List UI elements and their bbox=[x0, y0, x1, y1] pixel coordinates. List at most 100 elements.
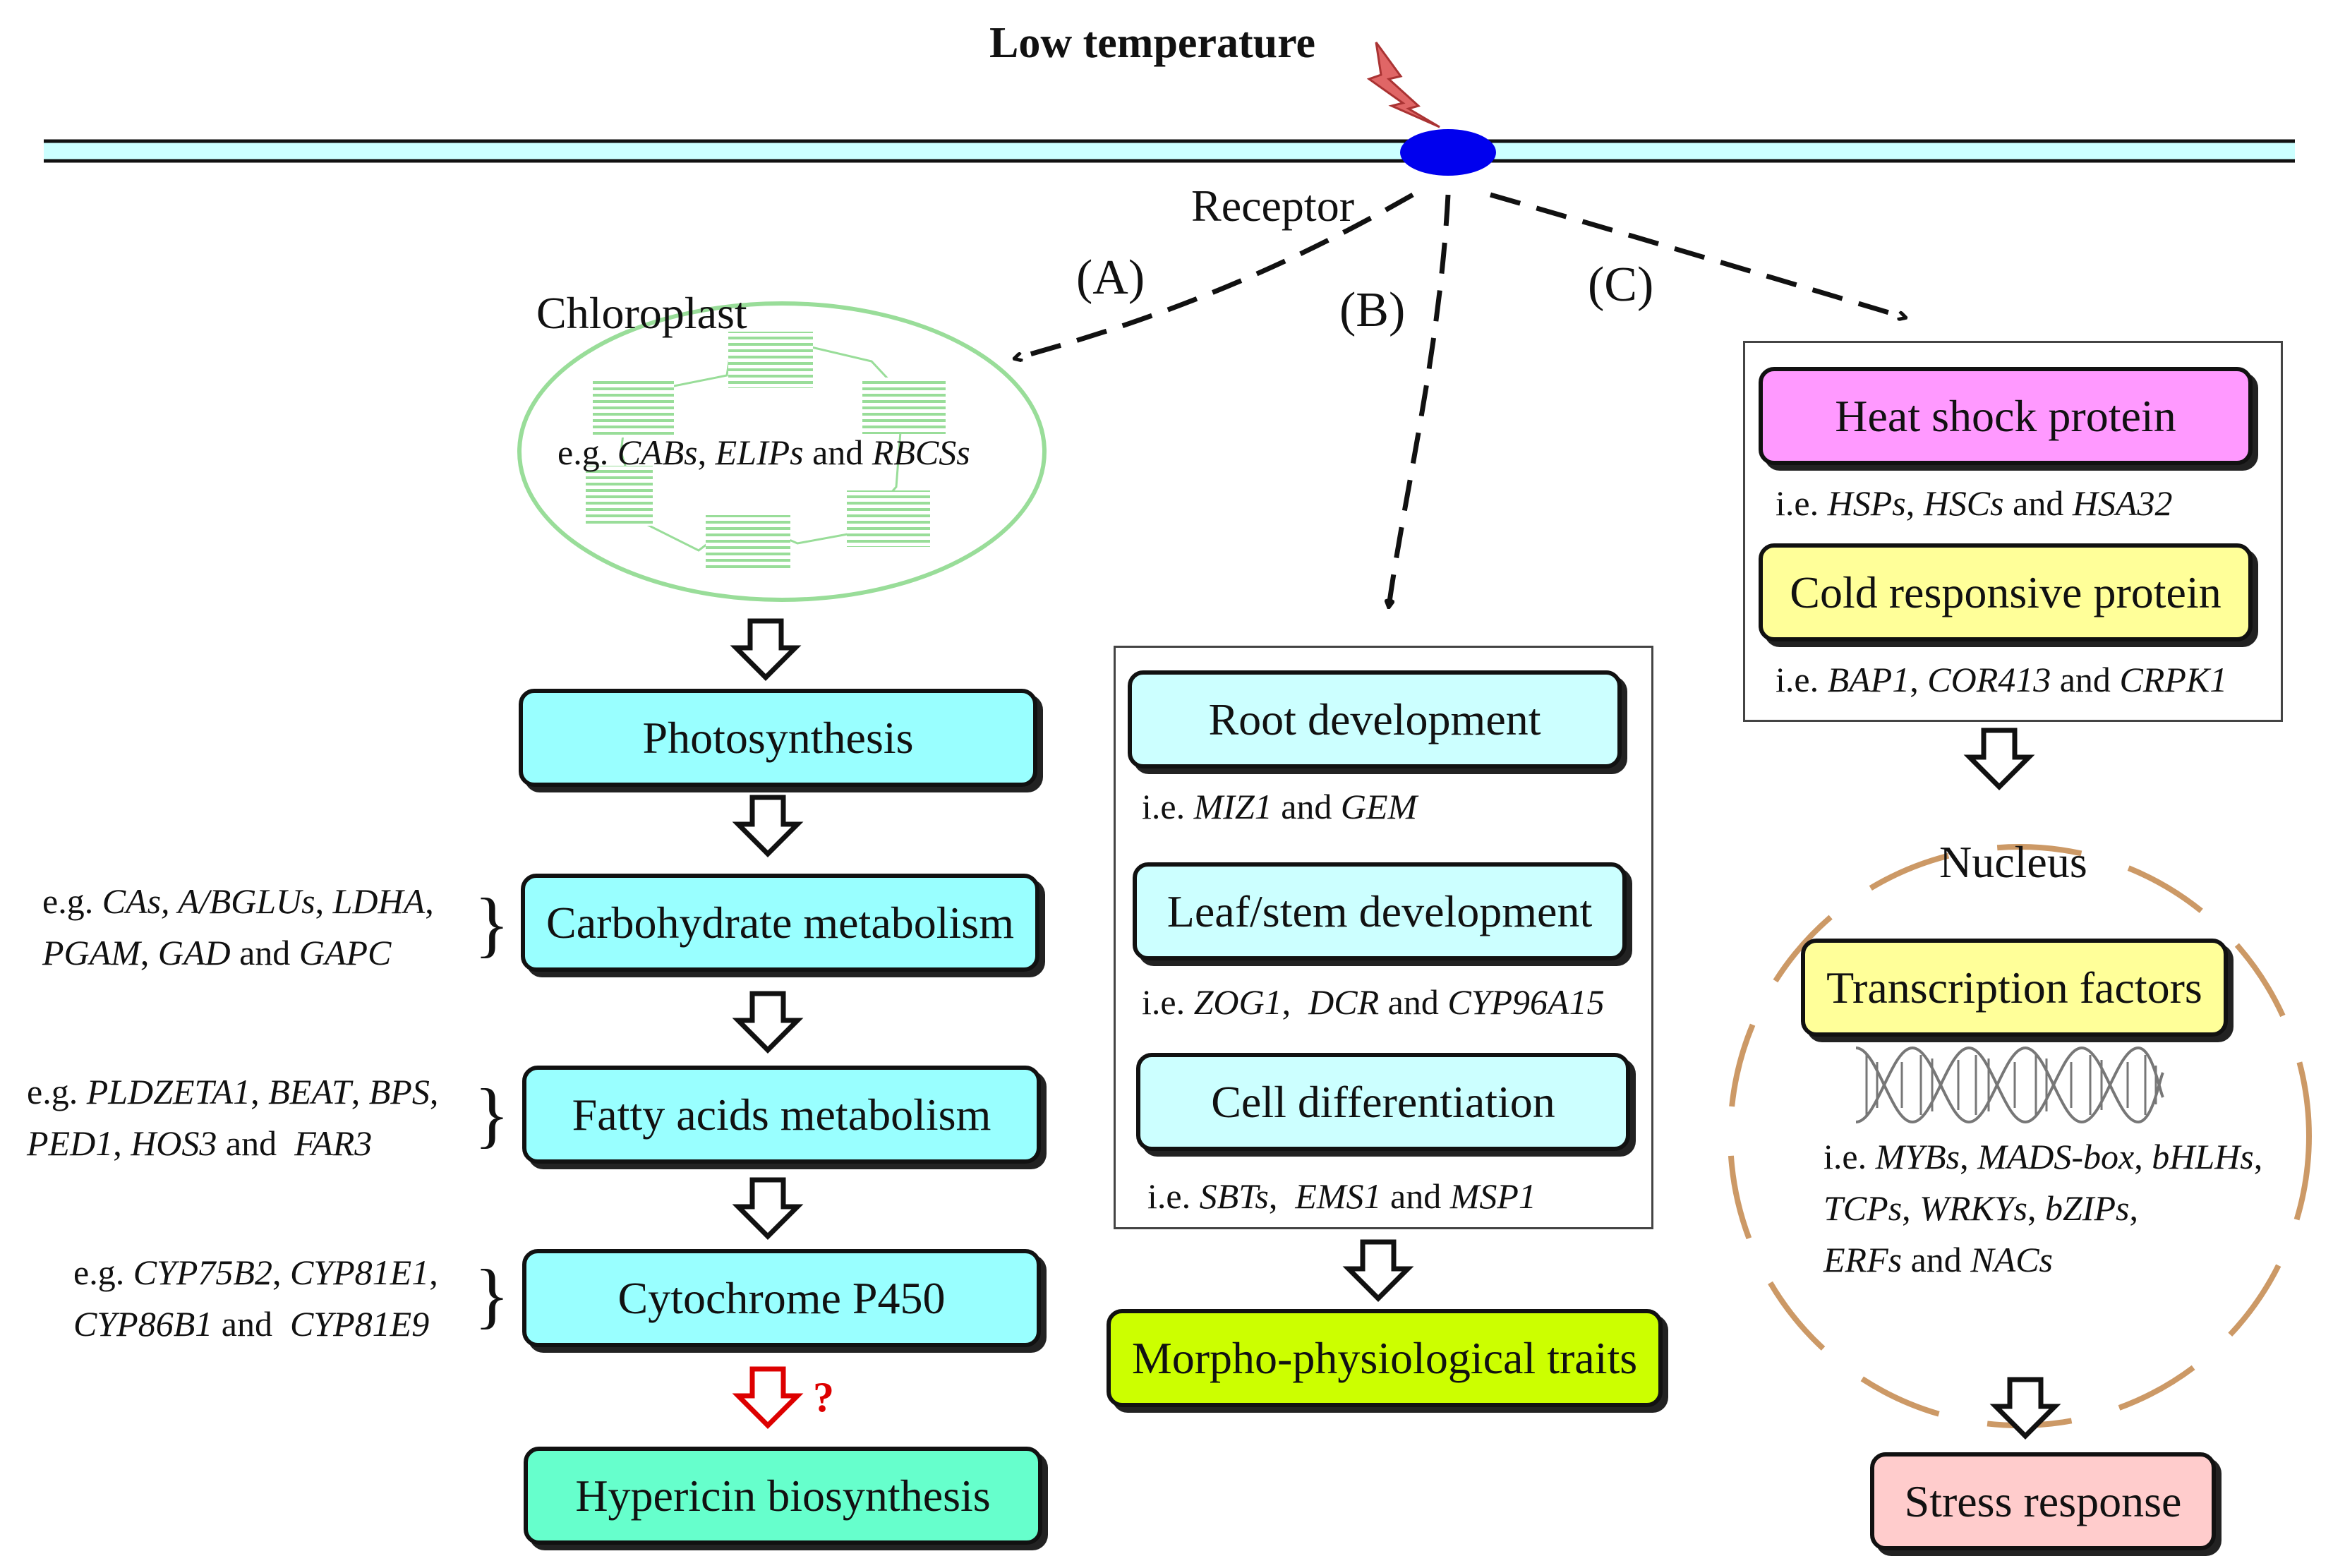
note-text: i.e. bbox=[1776, 660, 1828, 699]
note-text: and bbox=[1272, 787, 1341, 826]
gene-name: PGAM bbox=[42, 933, 140, 972]
gene-name: MADS-box bbox=[1977, 1137, 2135, 1176]
brace-icon: } bbox=[474, 883, 510, 965]
gene-name: FAR3 bbox=[294, 1123, 373, 1163]
gene-name: CYP81E9 bbox=[289, 1304, 430, 1344]
branch-a-label: (A) bbox=[1076, 251, 1145, 305]
note-line: i.e. MYBs, MADS-box, bHLHs, bbox=[1823, 1130, 2262, 1183]
note-text: , bbox=[1902, 1188, 1920, 1228]
heat-shock-protein-genes: i.e. HSPs, HSCs and HSA32 bbox=[1776, 477, 2172, 529]
note-text: , bbox=[1282, 982, 1309, 1022]
branch-b-label: (B) bbox=[1339, 283, 1406, 337]
gene-name: GAD bbox=[157, 933, 231, 972]
development-panel bbox=[1114, 646, 1653, 1229]
branch-a-arrow bbox=[1015, 192, 1414, 358]
brace-icon: } bbox=[474, 1255, 510, 1336]
carbohydrate-metabolism-box: Carbohydrate metabolism bbox=[521, 874, 1039, 972]
note-text: , bbox=[1910, 660, 1928, 699]
fatty-acids-metabolism-box: Fatty acids metabolism bbox=[522, 1066, 1041, 1164]
note-text: and bbox=[1379, 982, 1448, 1022]
chloroplast-to-photosynthesis-arrow bbox=[730, 618, 802, 681]
note-text: and bbox=[230, 933, 299, 972]
note-text: , bbox=[1905, 483, 1924, 523]
carbohydrate-to-fatty-acids-arrow bbox=[732, 991, 804, 1054]
photosynthesis-to-carbohydrate-arrow bbox=[732, 795, 804, 857]
gene-name: MIZ1 bbox=[1193, 787, 1272, 826]
stimulus-title: Low temperature bbox=[989, 19, 1316, 67]
note-text: , bbox=[1960, 1137, 1978, 1176]
note-text: and bbox=[803, 433, 872, 472]
note-text: , bbox=[2027, 1188, 2045, 1228]
gene-name: SBTs bbox=[1199, 1176, 1269, 1216]
gene-name: HSPs bbox=[1827, 483, 1906, 523]
note-text: i.e. bbox=[1142, 787, 1194, 826]
chloroplast-genes: e.g. CABs, ELIPs and RBCSs bbox=[557, 426, 970, 478]
gene-name: RBCSs bbox=[872, 433, 970, 472]
note-text: , bbox=[429, 1253, 438, 1292]
note-text: e.g. bbox=[557, 433, 617, 472]
photosynthesis-box: Photosynthesis bbox=[519, 689, 1037, 787]
gene-name: MYBs bbox=[1875, 1137, 1960, 1176]
heat-shock-protein-box: Heat shock protein bbox=[1759, 367, 2253, 465]
note-line: ERFs and NACs bbox=[1823, 1234, 2053, 1286]
gene-name: HOS3 bbox=[131, 1123, 217, 1163]
gene-name: COR413 bbox=[1927, 660, 2051, 699]
gene-name: EMS1 bbox=[1295, 1176, 1382, 1216]
note-text: i.e. bbox=[1147, 1176, 1200, 1216]
note-text: , bbox=[315, 881, 333, 921]
stress-response-box: Stress response bbox=[1870, 1452, 2216, 1550]
receptor-label: Receptor bbox=[1191, 181, 1354, 231]
gene-name: CABs bbox=[617, 433, 698, 472]
gene-name: PLDZETA1 bbox=[86, 1072, 251, 1111]
lightning-bolt-icon bbox=[1366, 42, 1440, 128]
gene-name: HSA32 bbox=[2072, 483, 2173, 523]
gene-name: CAs, A/BGLUs bbox=[102, 881, 315, 921]
chloroplast-label: Chloroplast bbox=[536, 288, 747, 338]
note-text: and bbox=[217, 1123, 295, 1163]
root-development-genes: i.e. MIZ1 and GEM bbox=[1142, 780, 1417, 833]
gene-name: HSCs bbox=[1923, 483, 2004, 523]
note-text: , bbox=[140, 933, 158, 972]
note-text: , bbox=[2129, 1188, 2138, 1228]
note-text: , bbox=[113, 1123, 131, 1163]
gene-name: bZIPs bbox=[2044, 1188, 2130, 1228]
gene-name: BPS bbox=[368, 1072, 430, 1111]
note-text: e.g. bbox=[73, 1253, 133, 1292]
gene-name: DCR bbox=[1308, 982, 1380, 1022]
note-text: , bbox=[1268, 1176, 1296, 1216]
cytochrome-p450-box: Cytochrome P450 bbox=[522, 1249, 1041, 1347]
note-line: e.g. PLDZETA1, BEAT, BPS, bbox=[27, 1066, 438, 1118]
note-text: , bbox=[351, 1072, 369, 1111]
nucleus-label: Nucleus bbox=[1939, 837, 2087, 887]
gene-name: TCPs bbox=[1823, 1188, 1903, 1228]
note-text: e.g. bbox=[42, 881, 102, 921]
note-text: , bbox=[429, 1072, 439, 1111]
chloroplast-shape bbox=[517, 301, 1047, 602]
cytochrome-to-hypericin-arrow bbox=[732, 1366, 804, 1429]
protein-panel bbox=[1743, 341, 2283, 722]
gene-name: BAP1 bbox=[1827, 660, 1910, 699]
gene-name: CYP86B1 bbox=[73, 1304, 213, 1344]
development-to-traits-arrow bbox=[1342, 1239, 1414, 1302]
note-line: e.g. CYP75B2, CYP81E1, bbox=[73, 1246, 438, 1298]
note-text: and bbox=[1902, 1240, 1971, 1279]
note-text: , bbox=[251, 1072, 269, 1111]
hypericin-biosynthesis-box: Hypericin biosynthesis bbox=[524, 1447, 1042, 1545]
gene-name: CYP96A15 bbox=[1447, 982, 1605, 1022]
note-text: , bbox=[425, 881, 434, 921]
cold-responsive-protein-box: Cold responsive protein bbox=[1759, 543, 2253, 641]
dna-helix-icon bbox=[1855, 1046, 2164, 1124]
morpho-physiological-traits-box: Morpho-physiological traits bbox=[1107, 1309, 1663, 1407]
gene-name: ERFs bbox=[1823, 1240, 1903, 1279]
gene-name: WRKYs bbox=[1919, 1188, 2027, 1228]
gene-name: ZOG1 bbox=[1193, 982, 1282, 1022]
root-development-box: Root development bbox=[1128, 670, 1622, 768]
gene-name: BEAT bbox=[268, 1072, 351, 1111]
gene-name: ELIPs bbox=[715, 433, 804, 472]
note-line: PED1, HOS3 and FAR3 bbox=[27, 1117, 372, 1169]
note-text: i.e. bbox=[1823, 1137, 1876, 1176]
uncertain-link-mark: ? bbox=[813, 1374, 834, 1421]
receptor-shape bbox=[1400, 129, 1496, 176]
gene-name: LDHA bbox=[332, 881, 426, 921]
